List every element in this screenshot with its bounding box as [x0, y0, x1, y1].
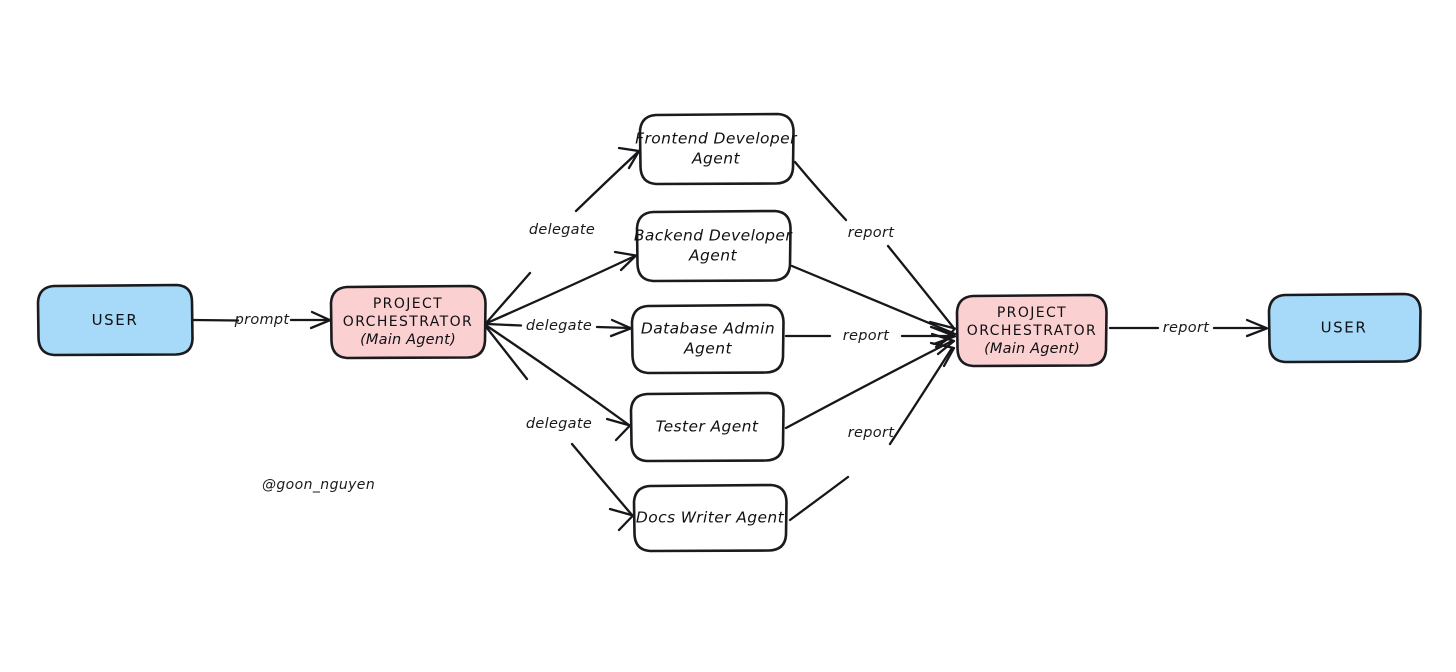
orchestrator-left-line3: (Main Agent) — [360, 332, 456, 348]
edge-label-prompt: prompt — [234, 312, 291, 328]
edge-label-report-mid: report — [843, 328, 890, 344]
edge-report-docs-line-b — [888, 346, 954, 446]
edge-delegate-db-line-a — [485, 322, 523, 327]
edge-label-delegate-mid: delegate — [526, 318, 592, 334]
user-left-box[interactable] — [36, 283, 194, 357]
node-agent-database[interactable]: Database Admin Agent — [630, 303, 785, 375]
watermark-handle: @goon_nguyen — [262, 477, 375, 493]
user-right-box[interactable] — [1267, 292, 1422, 364]
edge-label-report-user: report — [1163, 320, 1210, 336]
node-user-right[interactable]: USER — [1267, 292, 1422, 364]
user-right-label: USER — [1321, 319, 1368, 337]
agent-backend-line2: Agent — [688, 247, 737, 265]
agent-docs-box[interactable] — [632, 483, 788, 553]
edge-delegate-docs: delegate — [485, 326, 635, 532]
edge-report-user: report — [1108, 318, 1269, 338]
node-agent-docs[interactable]: Docs Writer Agent — [632, 483, 788, 553]
edge-delegate-fe-line-a — [485, 271, 532, 324]
agent-tester-line1: Tester Agent — [656, 418, 759, 436]
edge-label-report-bottom: report — [848, 425, 895, 441]
agent-backend-line1: Backend Developer — [634, 227, 794, 245]
user-left-label: USER — [92, 311, 139, 329]
edge-prompt-line-a — [191, 318, 240, 322]
edge-delegate-db-line-b — [595, 325, 632, 330]
orchestrator-right-box[interactable] — [955, 293, 1108, 368]
agent-frontend-line2: Agent — [691, 150, 740, 168]
orchestrator-left-box[interactable] — [329, 284, 487, 360]
agent-tester-box[interactable] — [629, 391, 785, 463]
edge-report-user-arrowhead — [1245, 318, 1269, 338]
edge-label-report-top: report — [848, 225, 895, 241]
edge-delegate-fe-arrowhead — [617, 146, 641, 170]
node-agent-frontend[interactable]: Frontend Developer Agent — [635, 112, 798, 186]
edge-report-test-arrowhead — [930, 332, 956, 356]
node-orchestrator-right[interactable]: PROJECT ORCHESTRATOR (Main Agent) — [955, 293, 1108, 368]
edge-report-docs: report — [788, 341, 956, 522]
agent-frontend-line1: Frontend Developer — [635, 130, 798, 148]
edge-report-fe-line-b — [886, 244, 955, 329]
agent-database-line2: Agent — [683, 340, 732, 358]
agent-database-box[interactable] — [630, 303, 785, 375]
orchestrator-right-line2: ORCHESTRATOR — [967, 323, 1097, 339]
edge-delegate-docs-line-b — [570, 442, 634, 517]
edge-label-delegate-bottom: delegate — [526, 416, 592, 432]
edge-delegate-test-line — [485, 324, 631, 427]
edge-report-docs-line-a — [788, 475, 850, 522]
edge-delegate-be-line — [485, 254, 637, 325]
node-agent-backend[interactable]: Backend Developer Agent — [634, 209, 794, 283]
edge-label-delegate-top: delegate — [529, 222, 595, 238]
edge-report-frontend: report — [793, 160, 957, 346]
edge-prompt: prompt — [191, 310, 332, 330]
orchestrator-right-line1: PROJECT — [997, 305, 1067, 321]
node-orchestrator-left[interactable]: PROJECT ORCHESTRATOR (Main Agent) — [329, 284, 487, 360]
agent-database-line1: Database Admin — [641, 320, 775, 338]
agent-docs-line1: Docs Writer Agent — [636, 509, 785, 527]
edge-report-fe-line-a — [793, 160, 848, 222]
node-user-left[interactable]: USER — [36, 283, 194, 357]
edge-delegate-database: delegate — [485, 318, 633, 338]
edge-delegate-backend — [485, 250, 638, 325]
edge-delegate-frontend: delegate — [485, 146, 641, 324]
edge-report-database: report — [784, 326, 957, 346]
edge-report-db-arrowhead — [932, 326, 957, 346]
edge-report-docs-arrowhead — [929, 341, 956, 368]
orchestrator-left-line1: PROJECT — [373, 296, 443, 312]
edge-report-test-line — [784, 339, 954, 430]
orchestrator-left-line2: ORCHESTRATOR — [343, 314, 473, 330]
edge-delegate-fe-line-b — [574, 150, 640, 213]
edge-delegate-be-arrowhead — [613, 250, 638, 272]
edge-report-tester — [784, 332, 956, 430]
edge-report-be-line — [790, 264, 955, 335]
edge-delegate-docs-line-a — [485, 326, 529, 381]
agent-frontend-box[interactable] — [638, 112, 795, 186]
node-agent-tester[interactable]: Tester Agent — [629, 391, 785, 463]
orchestrator-right-line3: (Main Agent) — [984, 341, 1080, 357]
agent-backend-box[interactable] — [635, 209, 792, 283]
